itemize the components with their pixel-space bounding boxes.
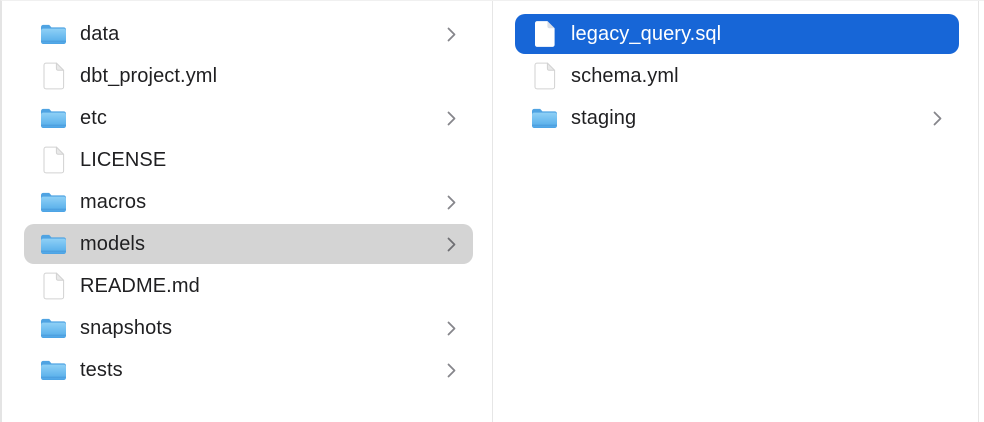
- chevron-right-icon: [932, 110, 943, 127]
- folder-row-models[interactable]: models: [24, 224, 473, 264]
- item-icon-box: [40, 188, 67, 216]
- folder-icon: [532, 108, 557, 128]
- item-icon-box: [40, 272, 67, 300]
- folder-row-macros[interactable]: macros: [24, 182, 473, 222]
- folder-icon: [41, 234, 66, 254]
- chevron-right-icon: [446, 320, 457, 337]
- file-row-legacy-query-sql[interactable]: legacy_query.sql: [515, 14, 959, 54]
- item-icon-box: [531, 62, 558, 90]
- item-label: models: [80, 233, 146, 255]
- item-label: etc: [80, 107, 107, 129]
- folder-row-etc[interactable]: etc: [24, 98, 473, 138]
- folder-row-tests[interactable]: tests: [24, 350, 473, 390]
- finder-column-preview-sliver: [979, 1, 984, 422]
- chevron-right-icon: [446, 110, 457, 127]
- item-label: snapshots: [80, 317, 173, 339]
- file-icon: [534, 62, 556, 90]
- item-label: macros: [80, 191, 147, 213]
- item-label: README.md: [80, 275, 200, 297]
- finder-column-models-parent: data: [2, 1, 493, 422]
- chevron-right-icon: [446, 236, 457, 253]
- chevron-right-icon: [446, 26, 457, 43]
- item-label: staging: [571, 107, 637, 129]
- file-icon: [43, 62, 65, 90]
- item-icon-box: [40, 356, 67, 384]
- file-icon-selected: [535, 21, 555, 47]
- folder-row-snapshots[interactable]: snapshots: [24, 308, 473, 348]
- file-icon: [43, 146, 65, 174]
- item-icon-box: [40, 230, 67, 258]
- item-icon-box: [40, 104, 67, 132]
- folder-row-data[interactable]: data: [24, 14, 473, 54]
- folder-icon: [41, 24, 66, 44]
- folder-icon: [41, 108, 66, 128]
- file-row-readme-md[interactable]: README.md: [24, 266, 473, 306]
- folder-row-staging[interactable]: staging: [515, 98, 959, 138]
- item-label: tests: [80, 359, 123, 381]
- item-label: legacy_query.sql: [571, 23, 722, 45]
- item-icon-box: [40, 314, 67, 342]
- item-icon-box: [531, 104, 558, 132]
- item-label: data: [80, 23, 120, 45]
- folder-icon: [41, 192, 66, 212]
- chevron-right-icon: [446, 362, 457, 379]
- chevron-right-icon: [446, 194, 457, 211]
- item-icon-box: [40, 62, 67, 90]
- file-row-schema-yml[interactable]: schema.yml: [515, 56, 959, 96]
- item-icon-box: [40, 146, 67, 174]
- file-row-license[interactable]: LICENSE: [24, 140, 473, 180]
- folder-icon: [41, 360, 66, 380]
- finder-column-models-contents: legacy_query.sql: [493, 1, 979, 422]
- file-row-dbt-project-yml[interactable]: dbt_project.yml: [24, 56, 473, 96]
- item-icon-box: [531, 20, 558, 48]
- item-icon-box: [40, 20, 67, 48]
- item-label: dbt_project.yml: [80, 65, 218, 87]
- folder-icon: [41, 318, 66, 338]
- file-icon: [43, 272, 65, 300]
- item-label: schema.yml: [571, 65, 679, 87]
- item-label: LICENSE: [80, 149, 167, 171]
